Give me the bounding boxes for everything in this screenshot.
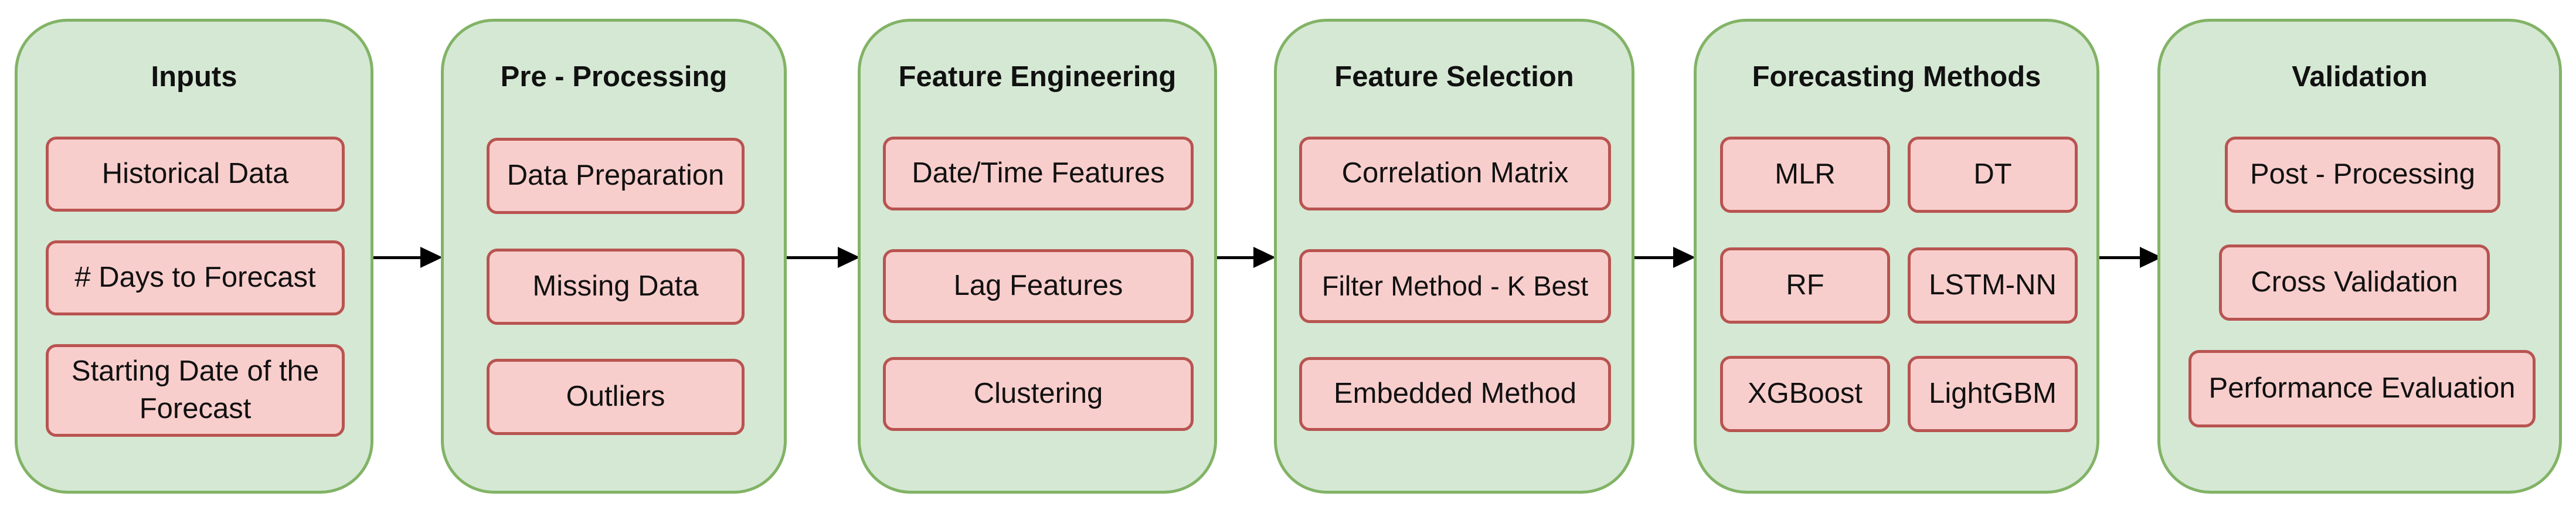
selection-embedded-method: Embedded Method <box>1299 357 1611 431</box>
arrow-connector <box>787 247 860 268</box>
arrow-connector <box>373 247 443 268</box>
arrow-connector <box>2099 247 2162 268</box>
feature-lag: Lag Features <box>883 249 1194 323</box>
stage-inputs: Inputs Historical Data # Days to Forecas… <box>15 19 373 494</box>
stage-feature-selection: Feature Selection Correlation Matrix Fil… <box>1274 19 1634 494</box>
selection-filter-k-best: Filter Method - K Best <box>1299 249 1611 323</box>
stage-preprocessing: Pre - Processing Data Preparation Missin… <box>441 19 787 494</box>
stage-title: Feature Selection <box>1334 61 1574 93</box>
arrow-connector <box>1217 247 1276 268</box>
input-days-to-forecast: # Days to Forecast <box>46 240 345 315</box>
method-rf: RF <box>1720 247 1890 324</box>
method-mlr: MLR <box>1720 137 1890 213</box>
preprocessing-missing-data: Missing Data <box>487 249 745 325</box>
preprocessing-data-preparation: Data Preparation <box>487 138 745 214</box>
method-dt: DT <box>1908 137 2078 213</box>
validation-cross-validation: Cross Validation <box>2219 244 2490 321</box>
stage-forecasting-methods: Forecasting Methods MLR DT RF LSTM-NN XG… <box>1694 19 2099 494</box>
feature-datetime: Date/Time Features <box>883 137 1194 210</box>
selection-correlation-matrix: Correlation Matrix <box>1299 137 1611 210</box>
stage-title: Feature Engineering <box>898 61 1177 93</box>
input-historical-data: Historical Data <box>46 137 345 212</box>
feature-clustering: Clustering <box>883 357 1194 431</box>
method-lstm-nn: LSTM-NN <box>1908 247 2078 324</box>
method-lightgbm: LightGBM <box>1908 356 2078 432</box>
stage-feature-engineering: Feature Engineering Date/Time Features L… <box>858 19 1217 494</box>
stage-validation: Validation Post - Processing Cross Valid… <box>2157 19 2562 494</box>
input-starting-date: Starting Date of the Forecast <box>46 344 345 437</box>
stage-title: Pre - Processing <box>500 61 728 93</box>
validation-post-processing: Post - Processing <box>2225 137 2500 213</box>
stage-title: Forecasting Methods <box>1752 61 2041 93</box>
preprocessing-outliers: Outliers <box>487 359 745 435</box>
stage-title: Inputs <box>151 61 237 93</box>
method-xgboost: XGBoost <box>1720 356 1890 432</box>
stage-title: Validation <box>2292 61 2428 93</box>
validation-performance-evaluation: Performance Evaluation <box>2188 350 2536 427</box>
arrow-connector <box>1634 247 1695 268</box>
